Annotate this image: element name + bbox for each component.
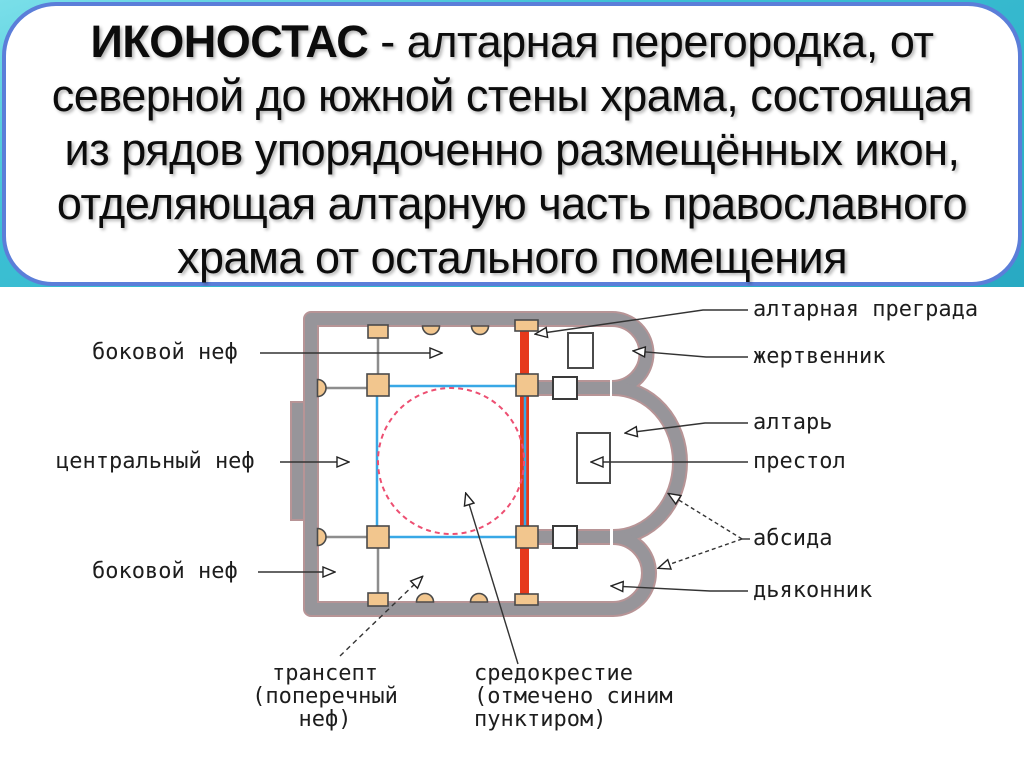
label-transept: трансепт (поперечный неф) [235,662,415,731]
pilasters [316,325,490,603]
leader-transept [339,577,422,657]
holy-table [576,432,611,484]
dome-circle [377,387,525,535]
title-text: ИКОНОСТАС - алтарная перегородка, от сев… [6,15,1018,285]
pier-sw [366,525,390,549]
church-plan-diagram: боковой неф центральный неф боковой неф … [0,287,1024,767]
title-line-4: отделяющая алтарную часть православного [56,178,968,229]
main-walls [305,313,613,615]
pier-top-barrier [514,319,539,332]
door-south [552,525,578,549]
label-transept-line2: (поперечный [252,684,398,709]
pier-bottom-wall [367,592,389,607]
north-apse-wall [611,313,653,394]
label-transept-line3: неф) [298,707,352,732]
label-altar: алтарь [753,410,833,435]
pier-nw [366,373,390,397]
leader-diaconicon [612,586,748,591]
leader-apse-upper [669,494,743,540]
walls [305,313,686,615]
pier-bottom-barrier [514,593,539,606]
leader-altar [626,422,748,433]
leader-prothesis [634,351,748,357]
church-plan-drawing [258,309,750,665]
label-holy-table: престол [753,449,846,474]
pier-ne [515,373,539,397]
label-crossing: средокрестие (отмечено синим пунктиром) [474,662,673,731]
pier-se [515,525,539,549]
title-line-3: из рядов упорядоченно размещённых икон, [64,124,960,175]
title-term: ИКОНОСТАС [90,16,369,67]
label-apse: абсида [753,526,833,551]
title-line-5: храма от остального помещения [176,232,848,283]
label-diaconicon: дьяконник [753,578,873,603]
title-box: ИКОНОСТАС - алтарная перегородка, от сев… [2,2,1022,286]
label-central-nave: центральный неф [56,449,255,474]
south-apse-wall [612,531,655,615]
wall-outlines [303,311,688,617]
piers [366,319,539,607]
label-crossing-line1: средокрестие [474,661,633,686]
title-line-2: северной до южной стены храма, состоящая [51,70,973,121]
leader-lines [258,309,750,665]
pier-top-wall [367,324,389,339]
door-north [552,376,578,400]
colonnade-lines [326,336,380,595]
label-prothesis: жертвенник [753,344,886,369]
label-transept-line1: трансепт [272,661,378,686]
label-side-nave-top: боковой неф [92,340,238,365]
leader-crossing [466,494,519,665]
label-altar-screen: алтарная преграда [753,297,979,322]
prothesis-table [567,332,594,369]
crossing-square [375,384,527,539]
label-crossing-line3: пунктиром) [474,707,607,732]
title-line-1: ИКОНОСТАС - алтарная перегородка, от [6,15,1018,69]
door-openings [552,376,578,549]
label-side-nave-bottom: боковой неф [92,559,238,584]
label-crossing-line2: (отмечено синим [474,684,673,709]
leader-apse-lower [659,538,743,568]
leader-altar-screen [536,309,748,334]
title-line-1-rest: - алтарная перегородка, от [368,16,934,67]
